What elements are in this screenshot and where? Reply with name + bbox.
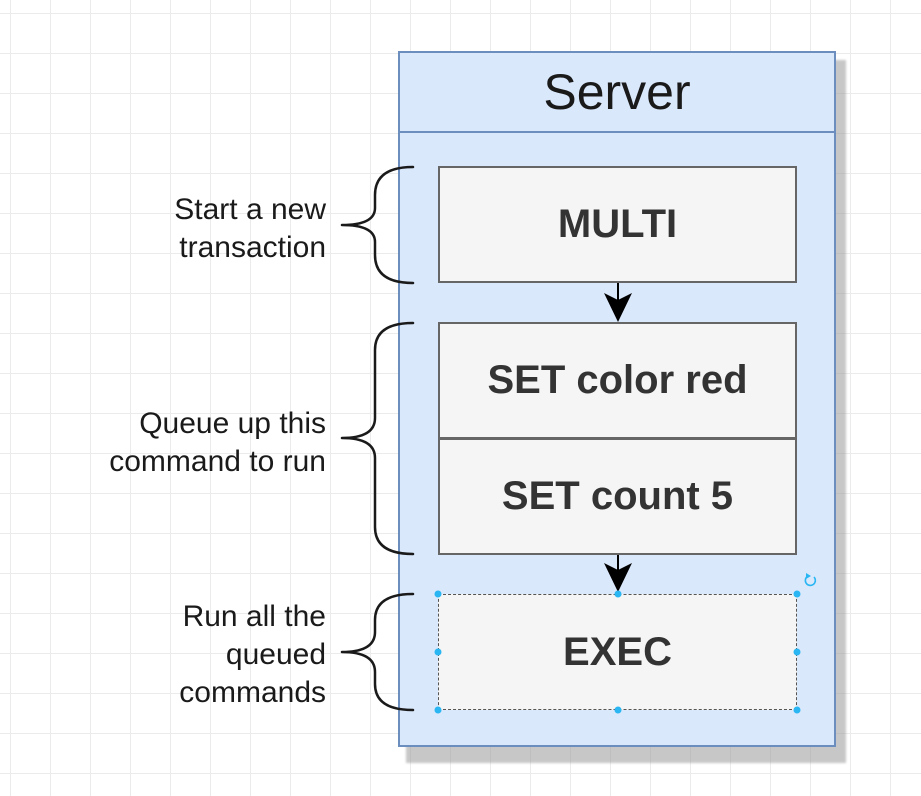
server-title: Server [543,64,691,120]
multi-command-box[interactable]: MULTI [438,166,797,283]
set-color-command-box[interactable]: SET color red [438,322,797,439]
annotation-queue-command: Queue up this command to run [109,405,326,481]
brace-run-queued [340,592,415,712]
brace-queue-command [340,321,415,556]
annotation-line: commands [179,676,326,709]
set-count-command-label: SET count 5 [501,474,734,518]
annotation-line: queued [225,638,326,671]
rotate-handle-icon[interactable] [804,573,817,587]
set-count-command-box[interactable]: SET count 5 [438,439,797,555]
server-header: Server [400,53,834,133]
exec-command-label: EXEC [563,629,672,674]
exec-command-box[interactable]: EXEC [438,594,797,710]
annotation-line: Run all the [182,600,326,633]
multi-command-label: MULTI [557,202,678,246]
set-color-command-label: SET color red [487,358,748,402]
annotation-line: command to run [109,445,326,478]
annotation-line: Queue up this [139,407,326,440]
annotation-run-queued: Run all the queued commands [179,598,326,712]
annotation-start-transaction: Start a new transaction [174,191,326,267]
selection-handles[interactable] [434,590,801,714]
brace-start-transaction [340,165,415,285]
arrow-multi-to-set [604,283,632,322]
arrow-set-to-exec [604,555,632,592]
annotation-line: Start a new [174,193,326,226]
annotation-line: transaction [179,231,326,264]
